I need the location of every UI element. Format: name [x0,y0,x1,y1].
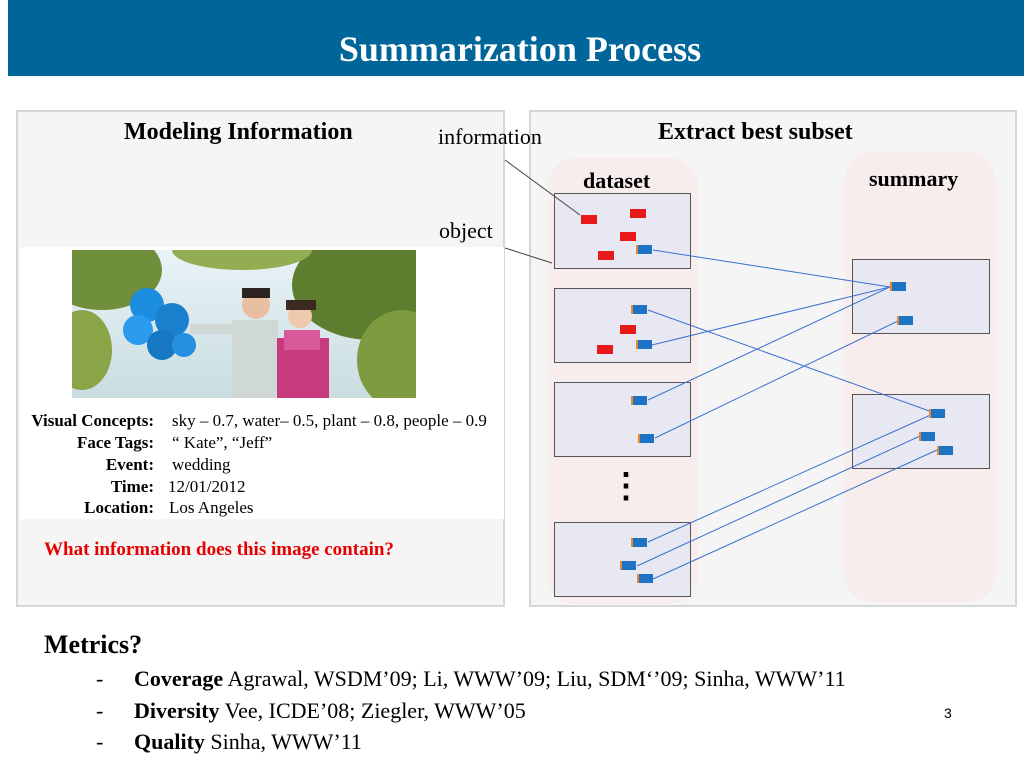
metadata-label: Location: [84,498,154,517]
metadata-label: Event: [105,455,154,474]
metadata-label: Time: [110,477,154,496]
metric-name: Diversity [134,698,220,723]
metric-refs: Agrawal, WSDM’09; Li, WWW’09; Liu, SDM‘’… [227,666,846,691]
dataset-object-box [554,522,691,597]
extract-subset-heading: Extract best subset [658,119,853,145]
information-chip [620,325,636,334]
metric-item-diversity: - Diversity Vee, ICDE’08; Ziegler, WWW’05 [96,698,526,724]
metadata-value: “ Kate”, “Jeff” [172,433,273,452]
object-chip [631,396,647,405]
metric-name: Coverage [134,666,224,691]
information-chip [630,209,646,218]
object-pointer-line [504,247,553,264]
bullet-dash: - [96,729,104,754]
metric-refs: Vee, ICDE’08; Ziegler, WWW’05 [224,698,526,723]
slide-title: Summarization Process [338,29,702,69]
summary-object-box [852,259,990,334]
metric-name: Quality [134,729,205,754]
information-callout: information [438,124,542,149]
summary-object-chip [890,282,906,291]
bullet-dash: - [96,698,104,723]
metric-item-coverage: - Coverage Agrawal, WSDM’09; Li, WWW’09; … [96,666,846,692]
metadata-value: sky – 0.7, water– 0.5, plant – 0.8, peop… [172,411,487,430]
title-bar [8,0,1024,76]
dataset-object-box [554,382,691,457]
object-chip [631,305,647,314]
object-chip [636,340,652,349]
information-chip [598,251,614,260]
object-chip [638,434,654,443]
metric-item-quality: - Quality Sinha, WWW’11 [96,729,362,755]
metadata-label: Visual Concepts: [31,411,154,430]
metadata-label: Face Tags: [77,433,154,452]
dataset-label: dataset [583,168,651,193]
metadata-value: 12/01/2012 [168,477,246,496]
summary-column [844,152,996,602]
dataset-object-box [554,193,691,269]
page-number: 3 [944,705,952,721]
modeling-information-heading: Modeling Information [124,119,353,145]
summary-object-chip [929,409,945,418]
summary-label: summary [869,166,959,191]
object-chip [637,574,653,583]
metrics-title: Metrics? [44,630,143,659]
summary-object-chip [897,316,913,325]
object-callout: object [439,218,493,243]
information-chip [581,215,597,224]
metadata-value: wedding [172,455,231,474]
summary-object-chip [937,446,953,455]
object-chip [636,245,652,254]
wedding-photo [72,250,416,398]
metric-refs: Sinha, WWW’11 [210,729,362,754]
information-chip [620,232,636,241]
more-items-ellipsis: ⋮ [609,468,643,505]
bullet-dash: - [96,666,104,691]
summary-object-chip [919,432,935,441]
information-pointer-line [504,159,581,216]
information-chip [597,345,613,354]
object-chip [631,538,647,547]
object-chip [620,561,636,570]
question-text: What information does this image contain… [44,539,394,560]
metadata-value: Los Angeles [169,498,254,517]
